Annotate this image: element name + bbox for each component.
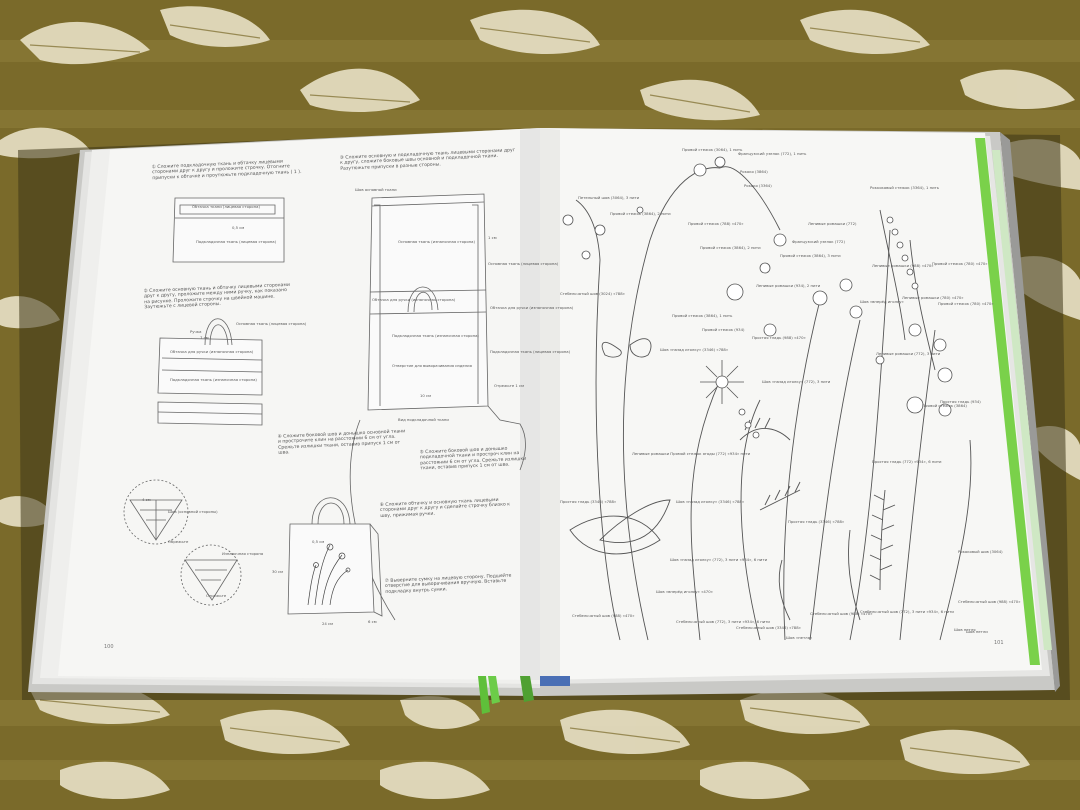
stitch-label: Стебельчатый шов (772), 3 нити «934», 6 …: [676, 619, 770, 624]
diagram-label: Отверстие для выворачивания изделия: [392, 363, 472, 368]
stitch-label: Прямой стежок (934): [702, 327, 745, 332]
stitch-label: Шов «петля»: [786, 635, 813, 640]
diagram-label: Обтачка для ручки (изнаночная сторона): [170, 349, 254, 354]
measure-label: 0,5 см: [232, 225, 245, 230]
measure-label: 1 см: [488, 235, 497, 240]
stitch-label: Ленивые ромашки (772), 3 нити: [876, 351, 941, 356]
stitch-label: Роккоковый стежок (3364), 1 нить: [870, 185, 939, 190]
stitch-label: Шов «назад иголку» (3346) «788»: [660, 347, 729, 352]
stitch-label: Прямой стежок (780) «470»: [932, 261, 988, 266]
diagram-label: Вид подкладочной ткани: [398, 417, 449, 422]
measure-label: 30 см: [272, 569, 283, 574]
right-page-number: 101: [994, 640, 1004, 646]
diagram-label: Изнаночная сторона: [222, 551, 264, 556]
stitch-label: Рококо (3864): [740, 169, 768, 174]
diagram-label: Основная ткань (лицевая сторона): [236, 321, 307, 326]
diagram-label: Подкладочная ткань (изнаночная сторона): [170, 377, 257, 382]
stitch-label: Простая гладь (772) «934», 6 нити: [872, 459, 942, 464]
stitch-label: Шов «вперёд иголку» «470»: [656, 589, 713, 594]
diagram-label: Шов (основной стороны): [168, 509, 218, 514]
measure-label: 0,5 см: [312, 539, 325, 544]
diagram-label: Обтачка для ручки (изнаночная сторона): [490, 305, 574, 310]
stitch-label: Простая гладь (988) «470»: [752, 335, 806, 340]
stitch-label: Прямой стежок (3864): [922, 403, 967, 408]
stitch-label: Шов «назад иголку» (772), 3 нити «934», …: [670, 557, 768, 562]
stitch-label: Ленивые ромашки (934), 2 нити: [756, 283, 821, 288]
stitch-label: Прямой стежок (3864), 2 нити: [610, 211, 671, 216]
stitch-label: Простая гладь (3346) «788»: [788, 519, 845, 524]
stitch-label: Прямой стежок (3864), 1 нить: [672, 313, 733, 318]
stitch-label: Простая гладь (934): [940, 399, 981, 404]
diagram-label: Подкладочная ткань (изнаночная сторона): [392, 333, 479, 338]
stitch-label: Рококо (3364): [744, 183, 772, 188]
diagram-label: Ручка: [190, 329, 202, 334]
stitch-label: Стебельчатый шов (988) «470»: [958, 599, 1021, 604]
stitch-label: Прямой стежок (3864), 3 нити: [780, 253, 841, 258]
stitch-label: Стебельчатый шов (3346) «788»: [736, 625, 801, 630]
stitch-label: Прямой стежок (780) «470»: [938, 301, 994, 306]
diagram-label: Подкладочная ткань (лицевая сторона): [196, 239, 277, 244]
measure-label: 6 см: [368, 619, 377, 624]
stitch-label: Ленивые ромашки Прямой стежок ягоды (772…: [632, 451, 751, 456]
diagram-label: Обтачка для ручки (изнаночная сторона): [372, 297, 456, 302]
stitch-label: Шов «назад иголку» (772), 3 нити: [762, 379, 831, 384]
diagram-label: Подкладочная ткань (лицевая сторона): [490, 349, 571, 354]
stitch-label: Шов «вперёд иголку»: [860, 299, 904, 304]
diagram-label: Обрежьте: [168, 539, 189, 544]
stitch-label: Петельный шов (3064), 3 нити: [578, 195, 640, 200]
measure-label: 24 см: [322, 621, 333, 626]
diagram-label: Основная ткань (изнаночная сторона): [398, 239, 475, 244]
stitch-label: Французский узелок (772): [792, 239, 845, 244]
stitch-label: Стебельчатый шов (772), 3 нити «934», 6 …: [860, 609, 954, 614]
measure-label: 4 см: [142, 497, 151, 502]
diagram-label: Отрежьте: [206, 593, 227, 598]
diagram-label: Основная ткань (лицевая сторона): [488, 261, 559, 266]
diagram-label: Обтачка ткани (лицевая сторона): [192, 204, 260, 209]
stitch-label: Шов петля: [954, 627, 976, 632]
stitch-label: Простая гладь (3346) «788»: [560, 499, 617, 504]
stitch-label: Прямой стежок (788) «470»: [688, 221, 744, 226]
measure-label: 10 см: [420, 393, 431, 398]
stitch-label: Стебельчатый шов (3024) «788»: [560, 291, 625, 296]
stitch-label: Стебельчатый шов (988) «470»: [572, 613, 635, 618]
stitch-label: Шов петли: [966, 629, 988, 634]
stitch-label: Французский узелок (772), 1 нить: [738, 151, 807, 156]
stitch-label: Шов «назад иголку» (3346) «788»: [676, 499, 745, 504]
stitch-label: Ленивые ромашки (772): [808, 221, 857, 226]
stitch-label: Рококовый шов (3064): [958, 549, 1003, 554]
left-page-number: 100: [104, 644, 114, 650]
stitch-label: Ленивые ромашки (988) «470»: [872, 263, 934, 268]
diagram-label: Отрежьте 1 см: [494, 383, 524, 388]
stitch-label: Прямой стежок (3864), 2 нити: [700, 245, 761, 250]
stitch-label: Стебельчатый шов (988) «470»: [810, 611, 873, 616]
diagram-label: Шов основной ткани: [355, 187, 397, 192]
stitch-label: Ленивые ромашки (780) «470»: [902, 295, 964, 300]
measure-label: 7 см: [200, 335, 209, 340]
stitch-label: Прямой стежок (3064), 1 нить: [682, 147, 743, 152]
